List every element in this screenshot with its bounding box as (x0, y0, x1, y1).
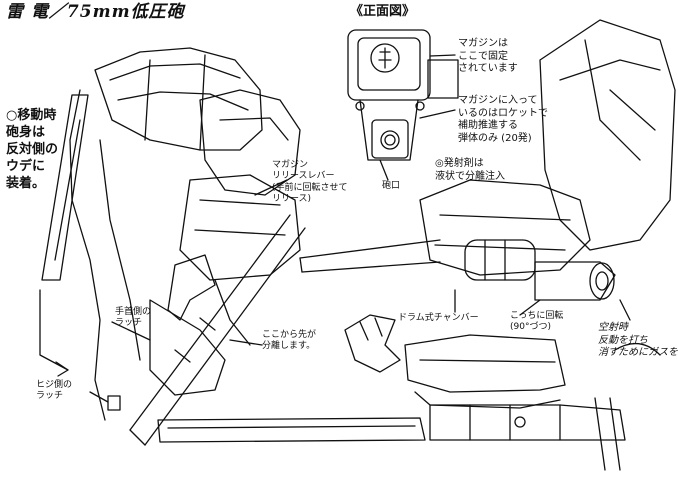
gun-closeup-drawing (299, 19, 676, 321)
release-lever-note: マガジン リリースレバー (手前に回転させて リリース) (272, 160, 348, 204)
mech-body-drawing (39, 47, 306, 446)
rotation-note: こっちに回転 (90°づつ) (510, 311, 564, 333)
wrist-latch-label: 手首側の ラッチ (115, 307, 152, 329)
elbow-latch-label: ヒジ側の ラッチ (36, 380, 73, 402)
front-view-title: 《正面図》 (350, 4, 416, 19)
moving-note: ○移動時 砲身は 反対側の ウデに 装着。 (6, 108, 59, 191)
propellant-note: ◎発射剤は 液状で分離注入 (435, 158, 505, 182)
handwritten-note: 空射時 反動を打ち 消すためにガスを出す。 (598, 322, 678, 358)
bottom-gun-drawing (157, 314, 626, 471)
front-view-drawing (347, 29, 459, 181)
magazine-fixed-note: マガジンは ここで固定 されています (458, 38, 518, 74)
muzzle-label: 砲口 (382, 181, 401, 191)
magazine-rocket-note: マガジンに入って いるのはロケットで 補助推進する 弾体のみ (20発) (458, 95, 548, 144)
drum-chamber-label: ドラム式チャンバー (398, 313, 479, 323)
separation-note: ここから先が 分離します。 (262, 330, 317, 352)
sheet-title: 雷 電／75mm低圧砲 (6, 2, 185, 22)
